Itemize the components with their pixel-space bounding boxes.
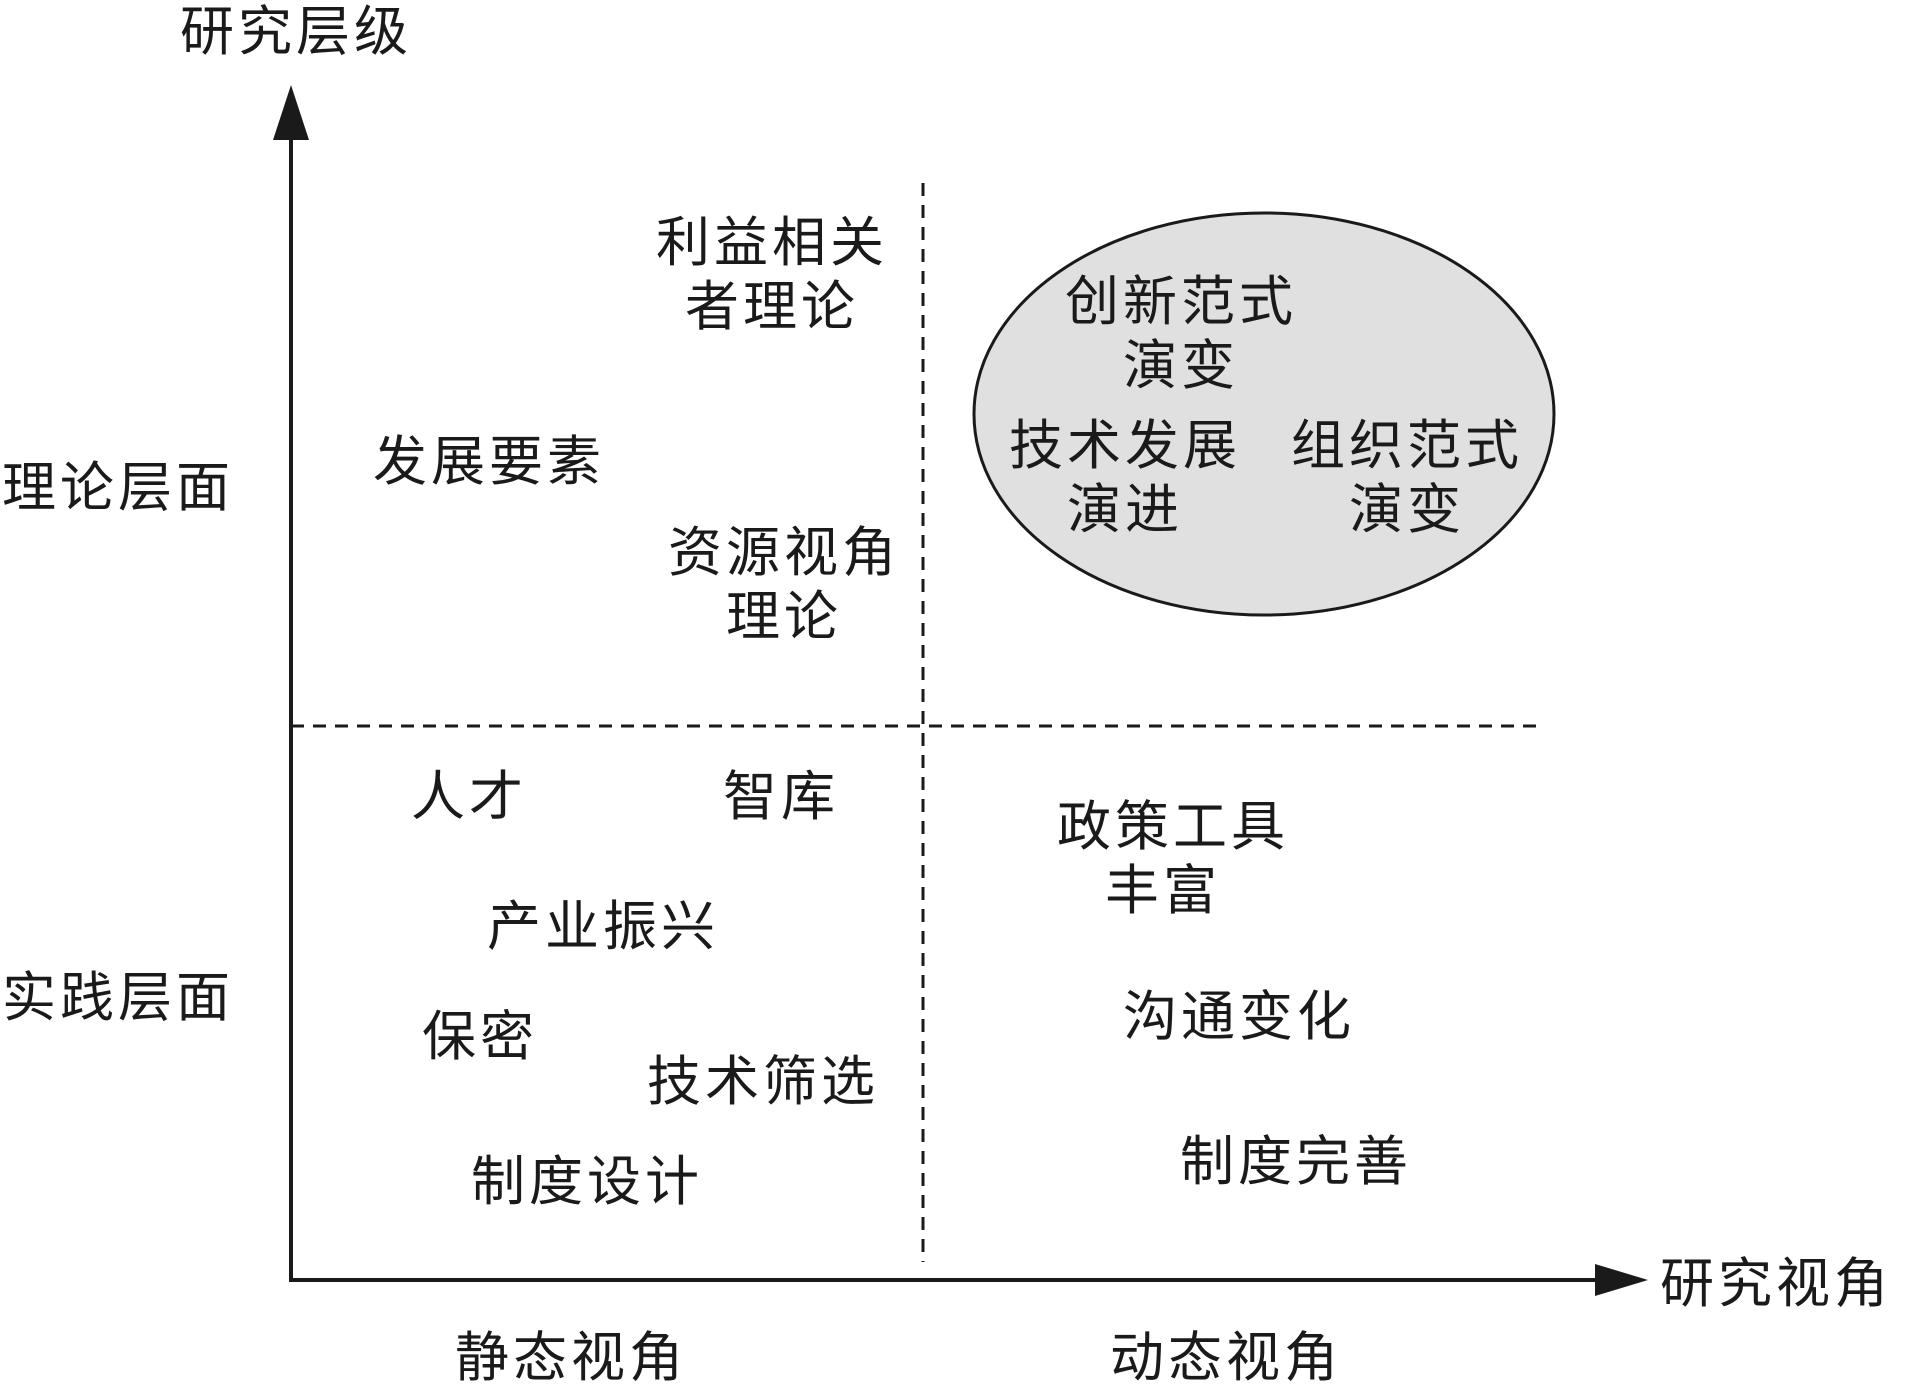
- y-level-theory: 理论层面: [2, 456, 234, 519]
- concept-communication-change: 沟通变化: [1123, 985, 1355, 1048]
- concept-innovation-paradigm-evolution: 创新范式 演变: [1065, 270, 1297, 397]
- concept-think-tank: 智库: [723, 765, 839, 828]
- concept-institutional-improvement: 制度完善: [1180, 1130, 1412, 1193]
- concept-development-elements: 发展要素: [373, 430, 605, 493]
- concept-organization-paradigm-evolution: 组织范式 演变: [1291, 414, 1523, 541]
- x-axis-arrowhead: [1595, 1264, 1648, 1296]
- concept-industry-revitalization: 产业振兴: [487, 895, 719, 958]
- highlight-ellipse: [972, 211, 1556, 617]
- concept-technology-screening: 技术筛选: [647, 1050, 879, 1113]
- concept-technology-development-evolution: 技术发展 演进: [1009, 414, 1241, 541]
- y-axis-arrowhead: [273, 85, 309, 140]
- concept-talent: 人才: [411, 765, 527, 828]
- x-axis-title: 研究视角: [1660, 1252, 1892, 1315]
- concept-institutional-design: 制度设计: [471, 1150, 703, 1213]
- x-level-static: 静态视角: [455, 1326, 687, 1389]
- x-level-dynamic: 动态视角: [1110, 1326, 1342, 1389]
- concept-resource-based-theory: 资源视角 理论: [668, 521, 900, 648]
- y-axis-title: 研究层级: [180, 0, 412, 63]
- concept-policy-tools-enrichment: 政策工具 丰富: [1057, 795, 1289, 922]
- y-level-practice: 实践层面: [2, 966, 234, 1029]
- concept-confidentiality: 保密: [422, 1005, 538, 1068]
- concept-stakeholder-theory: 利益相关 者理论: [656, 211, 888, 338]
